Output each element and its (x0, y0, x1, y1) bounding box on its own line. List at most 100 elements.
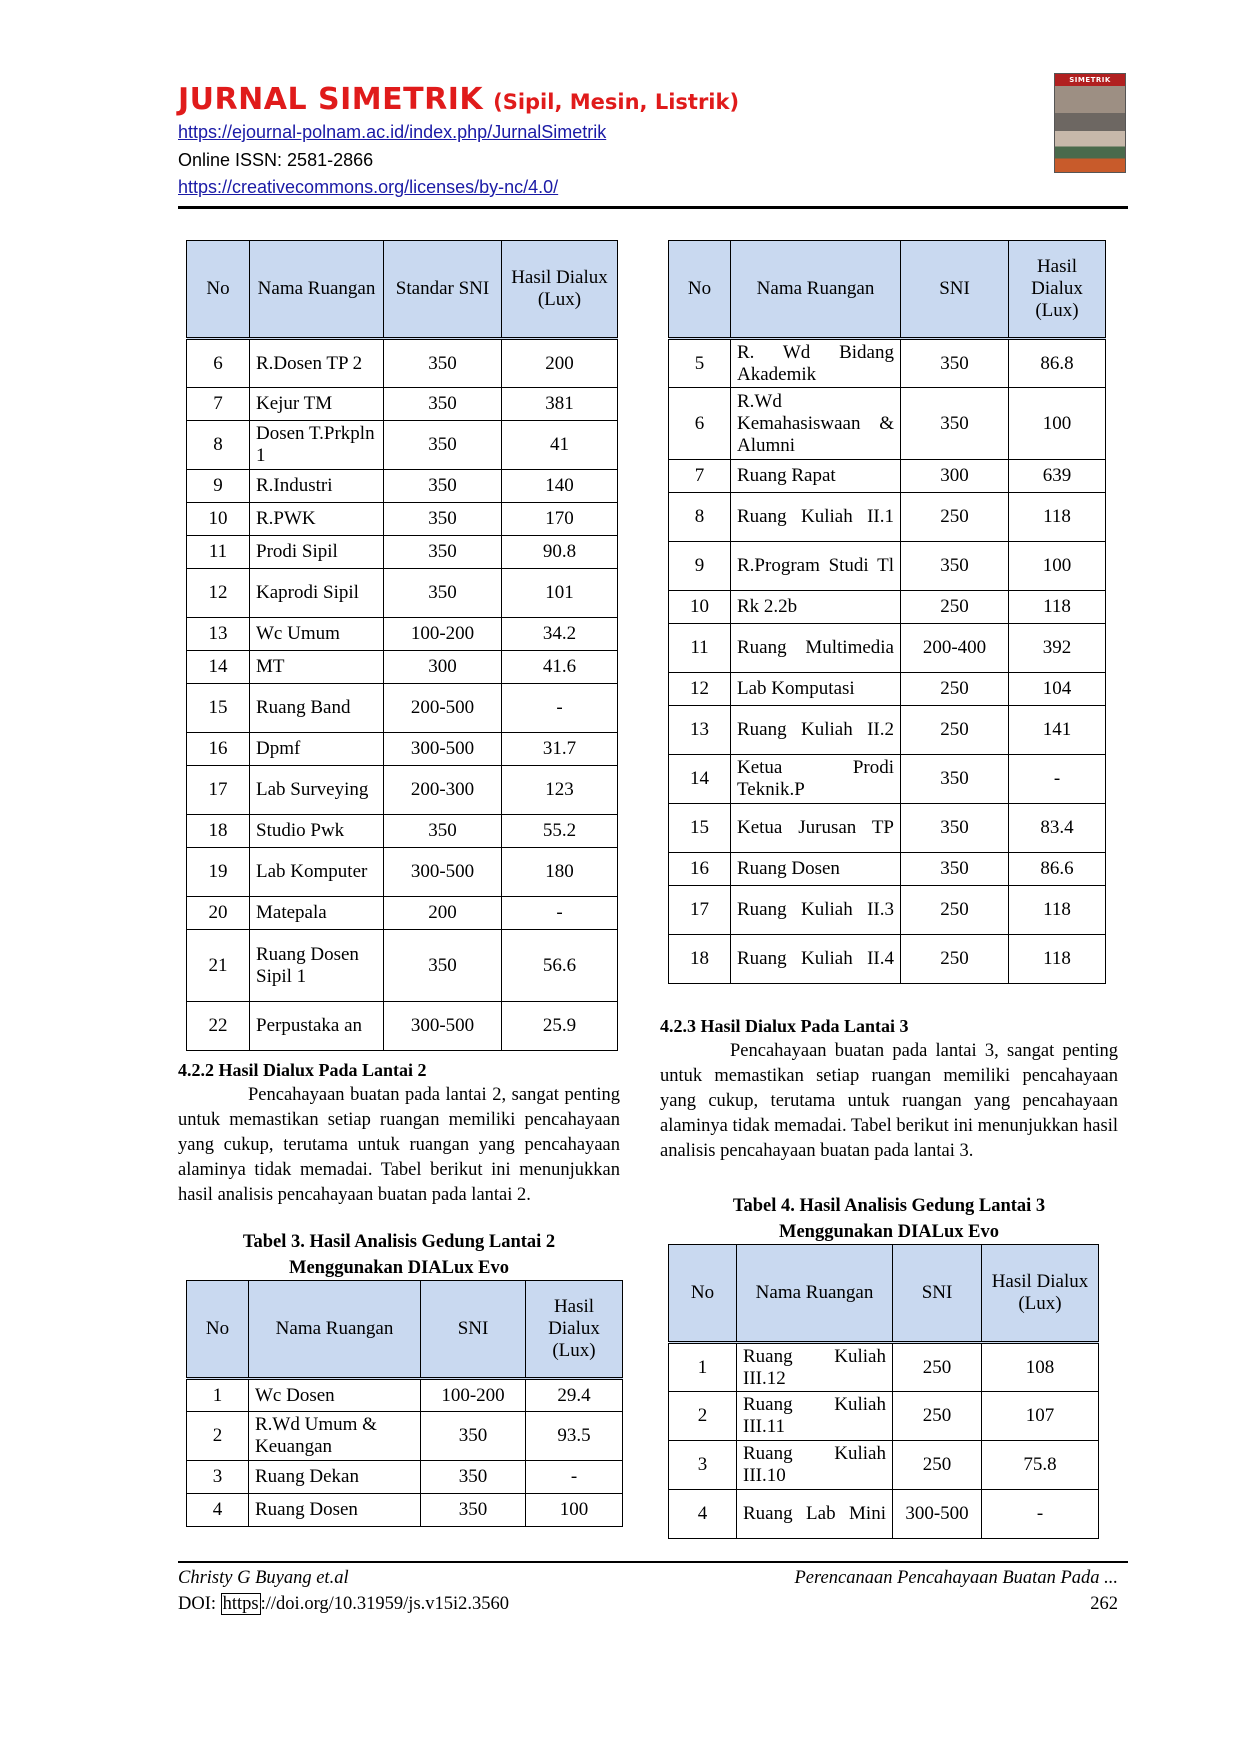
table-3-lantai-2: No Nama Ruangan SNI Hasil Dialux (Lux) 1… (186, 1280, 623, 1527)
table-lantai2-continued: No Nama Ruangan SNI Hasil Dialux (Lux) 5… (668, 240, 1106, 984)
page-number: 262 (1090, 1594, 1118, 1614)
journal-url-link[interactable]: https://ejournal-polnam.ac.id/index.php/… (178, 122, 607, 142)
cell-no: 15 (668, 803, 731, 853)
cell-hasil-dialux: - (501, 896, 618, 930)
cell-hasil-dialux: 392 (1008, 623, 1106, 673)
cell-no: 7 (668, 459, 731, 493)
cell-nama-ruangan: Dosen T.Prkpln 1 (249, 420, 384, 470)
header-hasil-dialux: Hasil Dialux (Lux) (981, 1244, 1099, 1344)
cell-nama-ruangan: Ruang Kuliah II.4 (730, 934, 901, 984)
cell-sni: 350 (420, 1411, 526, 1461)
cell-hasil-dialux: 140 (501, 469, 618, 503)
cell-sni: 350 (383, 535, 502, 569)
cell-no: 12 (186, 568, 250, 618)
cell-nama-ruangan: Ruang Dosen Sipil 1 (249, 929, 384, 1002)
cell-sni: 300-500 (383, 847, 502, 897)
cell-hasil-dialux: 101 (501, 568, 618, 618)
cell-nama-ruangan: Ketua Prodi Teknik.P (730, 754, 901, 804)
table-lantai1-continued: No Nama Ruangan Standar SNI Hasil Dialux… (186, 240, 618, 1051)
cell-hasil-dialux: 170 (501, 502, 618, 536)
cell-hasil-dialux: 381 (501, 387, 618, 421)
cell-hasil-dialux: 118 (1008, 492, 1106, 542)
cell-no: 2 (668, 1391, 737, 1441)
cell-no: 19 (186, 847, 250, 897)
cell-hasil-dialux: 123 (501, 765, 618, 815)
header-hasil-dialux: Hasil Dialux (Lux) (525, 1280, 623, 1380)
cell-no: 22 (186, 1001, 250, 1051)
footer-doi[interactable]: DOI: https://doi.org/10.31959/js.v15i2.3… (178, 1593, 510, 1615)
cell-sni: 200-400 (900, 623, 1009, 673)
cell-sni: 350 (420, 1493, 526, 1527)
cell-hasil-dialux: - (1008, 754, 1106, 804)
cell-nama-ruangan: R.Dosen TP 2 (249, 338, 384, 388)
cell-no: 1 (186, 1378, 249, 1412)
header-hasil-dialux: Hasil Dialux (Lux) (1008, 240, 1106, 340)
cell-nama-ruangan: Lab Surveying (249, 765, 384, 815)
cell-no: 10 (668, 590, 731, 624)
cell-hasil-dialux: 100 (525, 1493, 623, 1527)
cell-sni: 350 (383, 387, 502, 421)
cell-sni: 350 (900, 803, 1009, 853)
cell-nama-ruangan: Ketua Jurusan TP (730, 803, 901, 853)
header-nama-ruangan: Nama Ruangan (736, 1244, 893, 1344)
paragraph-lantai-2: Pencahayaan buatan pada lantai 2, sangat… (178, 1085, 620, 1205)
cell-nama-ruangan: Ruang Kuliah III.11 (736, 1391, 893, 1441)
cell-no: 6 (186, 338, 250, 388)
table-3-caption-line2: Menggunakan DIALux Evo (288, 1258, 509, 1278)
cell-sni: 300 (900, 459, 1009, 493)
header-no: No (668, 1244, 737, 1344)
cell-sni: 100-200 (383, 617, 502, 651)
table-4-caption-line2: Menggunakan DIALux Evo (778, 1222, 999, 1242)
cell-nama-ruangan: Matepala (249, 896, 384, 930)
cell-hasil-dialux: 118 (1008, 885, 1106, 935)
cell-sni: 250 (900, 590, 1009, 624)
cell-nama-ruangan: Ruang Kuliah II.2 (730, 705, 901, 755)
doi-path: ://doi.org/10.31959/js.v15i2.3560 (260, 1594, 510, 1614)
header-sni: SNI (892, 1244, 982, 1344)
cell-nama-ruangan: Ruang Dosen (730, 852, 901, 886)
cell-sni: 350 (383, 338, 502, 388)
license-url-link[interactable]: https://creativecommons.org/licenses/by-… (178, 177, 559, 197)
cell-sni: 350 (900, 754, 1009, 804)
header-no: No (186, 1280, 249, 1380)
cell-no: 13 (668, 705, 731, 755)
cell-no: 1 (668, 1342, 737, 1392)
cell-hasil-dialux: - (525, 1460, 623, 1494)
cell-no: 12 (668, 672, 731, 706)
table-4-caption: Tabel 4. Hasil Analisis Gedung Lantai 3 … (660, 1193, 1118, 1245)
cell-no: 21 (186, 929, 250, 1002)
cell-no: 3 (186, 1460, 249, 1494)
cell-hasil-dialux: 118 (1008, 934, 1106, 984)
cell-nama-ruangan: R.Wd Umum & Keuangan (248, 1411, 421, 1461)
cell-nama-ruangan: R.Wd Kemahasiswaan & Alumni (730, 387, 901, 460)
cell-no: 7 (186, 387, 250, 421)
cell-nama-ruangan: Wc Umum (249, 617, 384, 651)
cell-sni: 250 (900, 672, 1009, 706)
cell-hasil-dialux: 56.6 (501, 929, 618, 1002)
cell-sni: 350 (383, 420, 502, 470)
journal-subtitle: (Sipil, Mesin, Listrik) (493, 90, 740, 114)
cell-nama-ruangan: Ruang Kuliah II.3 (730, 885, 901, 935)
cell-hasil-dialux: 118 (1008, 590, 1106, 624)
cell-nama-ruangan: Ruang Kuliah III.10 (736, 1440, 893, 1490)
cell-nama-ruangan: R.PWK (249, 502, 384, 536)
cell-nama-ruangan: Studio Pwk (249, 814, 384, 848)
